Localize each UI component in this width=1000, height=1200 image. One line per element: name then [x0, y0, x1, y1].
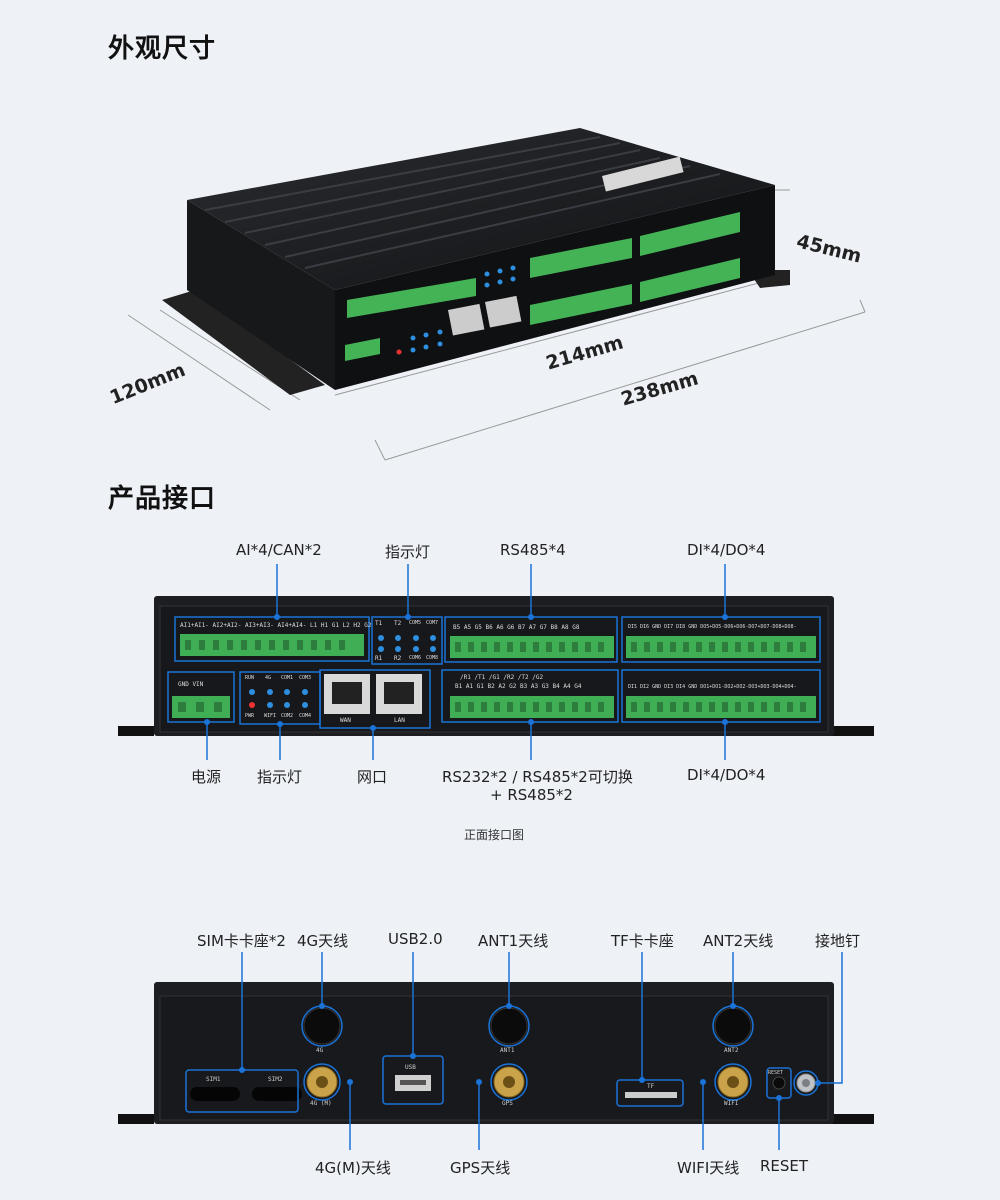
port-label-reset: RESET — [768, 1070, 784, 1076]
front-panel-caption: 正面接口图 — [464, 828, 525, 842]
device-side — [187, 200, 335, 390]
port-label-4g-m: 4G (M) — [310, 1100, 332, 1107]
callout-usb: USB2.0 — [388, 930, 443, 948]
callout-4g-m: 4G(M)天线 — [315, 1159, 391, 1177]
callout-rs232: RS232*2 / RS485*2可切换 — [442, 768, 633, 786]
led-label: COM1 — [281, 675, 294, 681]
rs232-label: /R1 /T1 /G1 /R2 /T2 /G2 — [460, 674, 544, 681]
callout-sim-slots: SIM卡卡座*2 — [197, 932, 286, 950]
callout-di-do-top: DI*4/DO*4 — [687, 541, 766, 559]
callout-rs485: RS485*4 — [500, 541, 566, 559]
port-label-wifi: WIFI — [724, 1100, 739, 1107]
device-isometric-illustration — [127, 128, 866, 461]
mounting-flange-left — [162, 290, 325, 395]
led-label: R2 — [394, 655, 402, 662]
callout-ant1: ANT1天线 — [478, 932, 549, 950]
callout-network: 网口 — [357, 768, 388, 786]
led-label: PWR — [245, 713, 255, 719]
led-label: RUN — [245, 675, 255, 681]
callout-indicator-bottom: 指示灯 — [257, 768, 303, 786]
led-label: COM3 — [299, 675, 312, 681]
port-label-gps: GPS — [502, 1100, 513, 1107]
led-label: COM8 — [426, 655, 439, 661]
callout-4g-antenna: 4G天线 — [297, 932, 349, 950]
led-label: T1 — [375, 620, 383, 627]
port-label-sim2: SIM2 — [268, 1076, 283, 1083]
callout-rs485-extra: + RS485*2 — [490, 786, 573, 804]
callout-gps: GPS天线 — [450, 1159, 511, 1177]
led-label: COM6 — [409, 655, 422, 661]
wan-label: WAN — [340, 717, 351, 724]
callout-indicator-top: 指示灯 — [385, 543, 431, 561]
callout-ground: 接地钉 — [815, 932, 861, 950]
rs485-terminal-label: B5 A5 G5 B6 A6 G6 B7 A7 G7 B8 A8 G8 — [453, 624, 580, 631]
callout-power: 电源 — [191, 768, 222, 786]
callout-wifi: WIFI天线 — [677, 1159, 740, 1177]
led-label: COM4 — [299, 713, 312, 719]
dimensions-title: 外观尺寸 — [108, 34, 217, 64]
callout-ai-can: AI*4/CAN*2 — [236, 541, 322, 559]
di-do-top-label: DI5 DI6 GND DI7 DI8 GND DO5+DO5-DO6+DO6-… — [628, 624, 797, 630]
led-label: COM5 — [409, 620, 422, 626]
led-label: T2 — [394, 620, 402, 627]
port-label-tf: TF — [647, 1083, 655, 1090]
di-do-bottom-label: DI1 DI2 GND DI3 DI4 GND DO1+DO1-DO2+DO2-… — [628, 684, 797, 690]
port-label-usb: USB — [405, 1064, 416, 1071]
led-label: R1 — [375, 655, 383, 662]
ai-can-terminal-label: AI1+AI1- AI2+AI2- AI3+AI3- AI4+AI4- L1 H… — [180, 622, 372, 629]
lan-label: LAN — [394, 717, 405, 724]
power-terminal-label: GND VIN — [178, 681, 204, 688]
device-top — [187, 128, 775, 290]
label-plate — [602, 156, 684, 192]
led-label: COM7 — [426, 620, 439, 626]
port-label-ant2: ANT2 — [724, 1047, 739, 1054]
port-label-sim1: SIM1 — [206, 1076, 221, 1083]
front-panel-diagram — [118, 564, 874, 760]
led-label: COM2 — [281, 713, 294, 719]
port-label-4g: 4G — [316, 1047, 324, 1054]
callout-ant2: ANT2天线 — [703, 932, 774, 950]
led-label: WIFI — [264, 713, 277, 719]
callout-reset: RESET — [760, 1157, 809, 1175]
port-label-ant1: ANT1 — [500, 1047, 515, 1054]
callout-di-do-bottom: DI*4/DO*4 — [687, 766, 766, 784]
callout-tf-slot: TF卡卡座 — [611, 932, 674, 950]
led-label: 4G — [265, 675, 272, 681]
interfaces-title: 产品接口 — [108, 484, 217, 514]
rs232-b-label: B1 A1 G1 B2 A2 G2 B3 A3 G3 B4 A4 G4 — [455, 683, 582, 690]
